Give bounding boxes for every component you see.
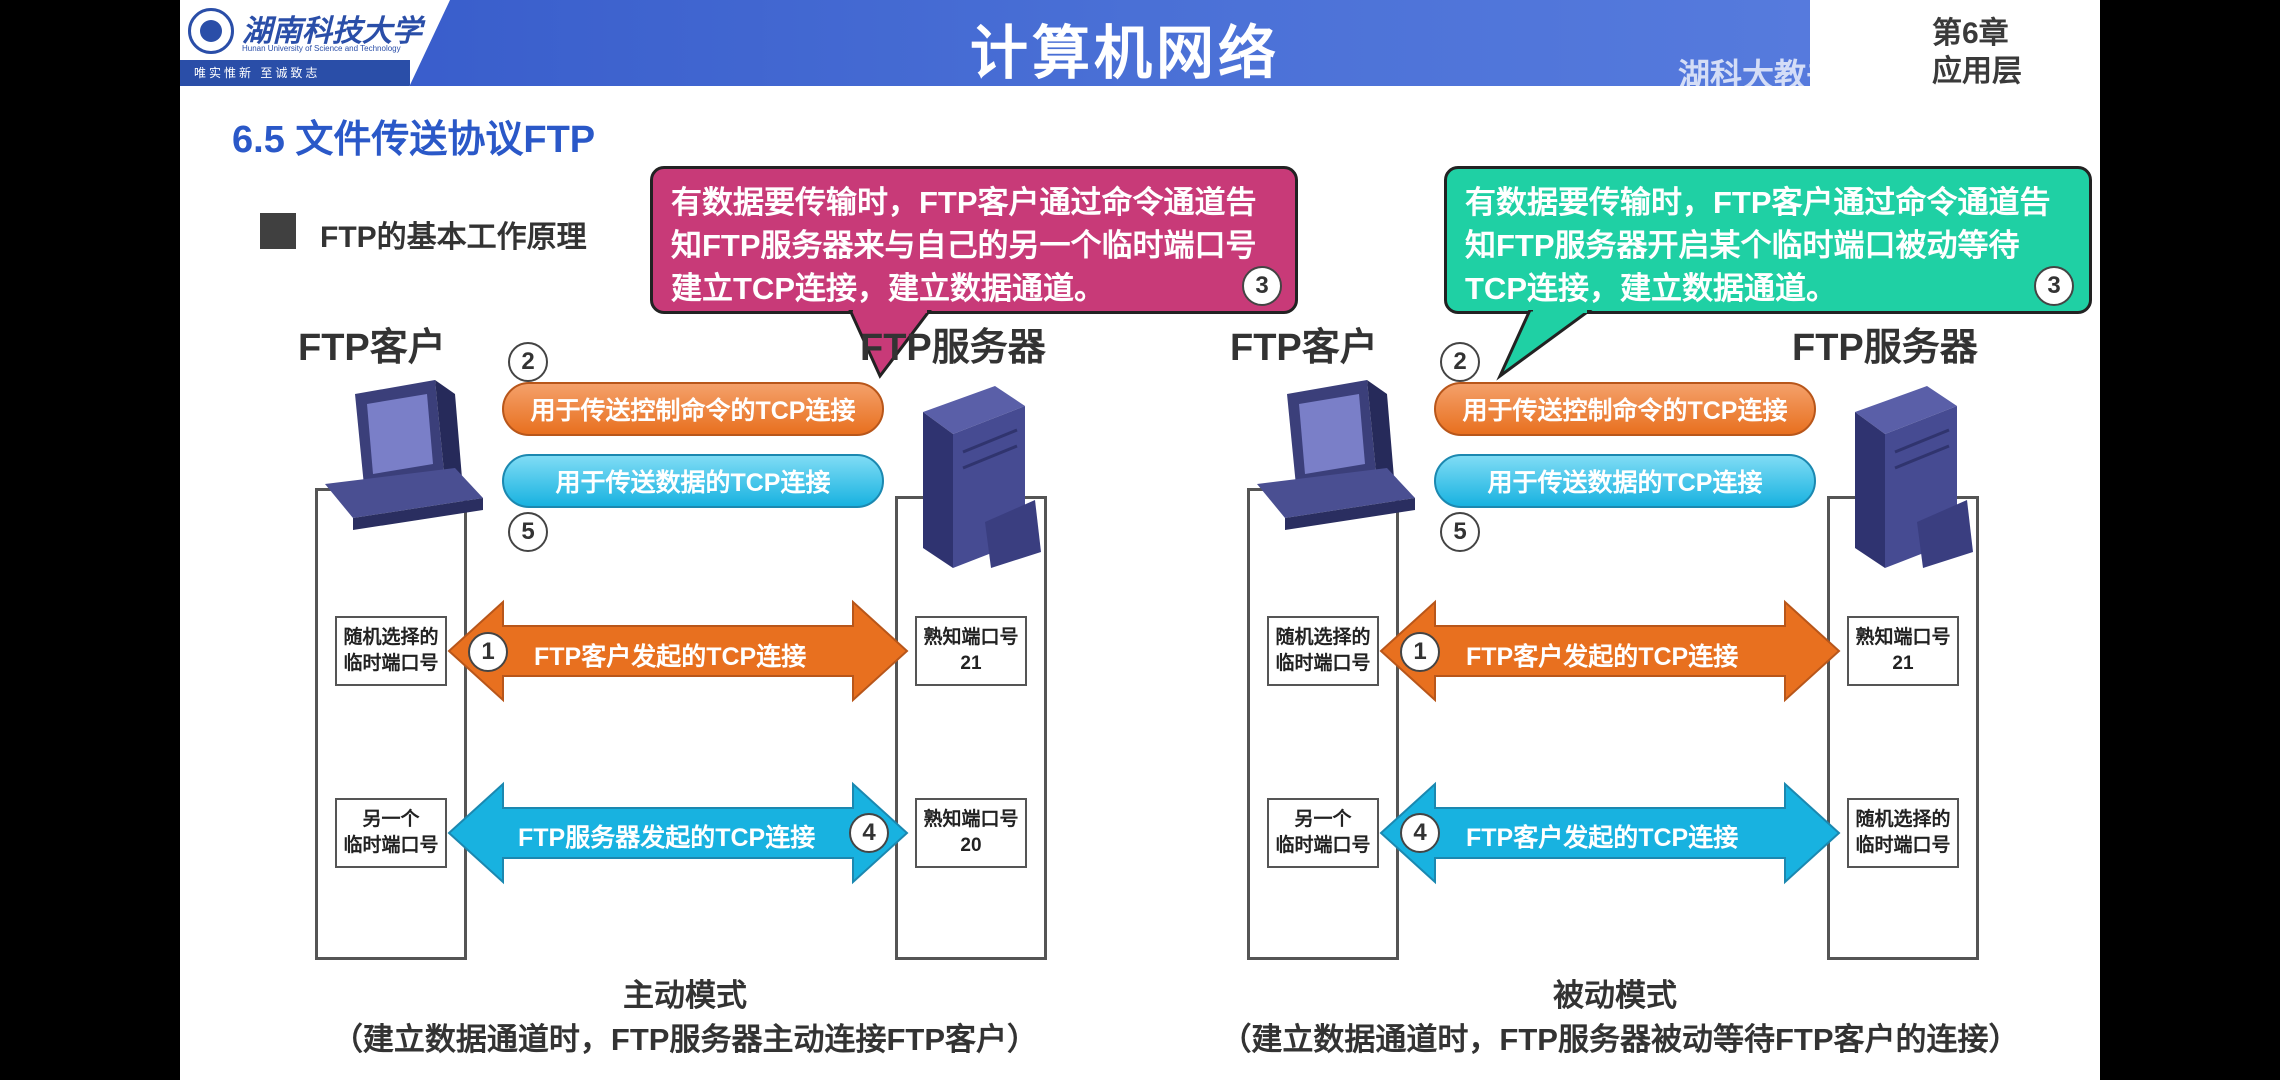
active-client-label: FTP客户 (298, 327, 446, 369)
passive-step-1-badge: 1 (1400, 632, 1440, 672)
passive-server-port-21: 熟知端口号 21 (1847, 616, 1959, 686)
passive-arrow-4 (1379, 781, 1841, 885)
passive-mode-title: 被动模式 (1553, 978, 1677, 1013)
active-step-5-badge: 5 (508, 512, 548, 552)
passive-server-column (1827, 496, 1979, 960)
passive-client-column (1247, 488, 1399, 960)
active-server-port-21: 熟知端口号 21 (915, 616, 1027, 686)
header-bar (180, 0, 2100, 86)
passive-callout-text: 有数据要传输时，FTP客户通过命令通道告知FTP服务器开启某个临时端口被动等待T… (1465, 185, 2051, 306)
passive-control-connection-label: 用于传送控制命令的TCP连接 (1462, 397, 1788, 425)
active-step-1-badge: 1 (468, 632, 508, 672)
active-callout-text: 有数据要传输时，FTP客户通过命令通道告知FTP服务器来与自己的另一个临时端口号… (671, 185, 1257, 306)
active-server-label: FTP服务器 (860, 327, 1046, 369)
bullet-square-icon (260, 213, 296, 249)
active-arrow-4 (447, 781, 909, 885)
university-seal-icon (188, 8, 234, 54)
active-client-column (315, 488, 467, 960)
active-data-connection: 用于传送数据的TCP连接 (502, 454, 884, 508)
active-client-pc-icon (325, 380, 483, 530)
active-data-connection-label: 用于传送数据的TCP连接 (555, 469, 831, 497)
passive-mode-description: （建立数据通道时，FTP服务器被动等待FTP客户的连接） (1220, 1022, 2020, 1057)
passive-client-port-1: 随机选择的 临时端口号 (1267, 616, 1379, 686)
chapter-box (1810, 0, 2100, 86)
passive-client-pc-icon (1257, 380, 1415, 530)
watermark: 湖科大教书匠 (1678, 57, 1871, 93)
logo-motto: 唯实惟新 至诚致志 (180, 60, 410, 86)
active-control-connection-label: 用于传送控制命令的TCP连接 (530, 397, 856, 425)
active-client-port-2: 另一个 临时端口号 (335, 798, 447, 868)
active-server-column (895, 496, 1047, 960)
passive-arrow-1-label: FTP客户发起的TCP连接 (1466, 643, 1739, 671)
section-title: 6.5 文件传送协议FTP (232, 119, 596, 161)
passive-callout: 有数据要传输时，FTP客户通过命令通道告知FTP服务器开启某个临时端口被动等待T… (1444, 166, 2092, 314)
university-logo: 湖南科技大学 Hunan University of Science and T… (180, 0, 450, 86)
slide: 湖南科技大学 Hunan University of Science and T… (180, 0, 2100, 1080)
passive-arrow-1 (1379, 599, 1841, 703)
passive-server-temp-port: 随机选择的 临时端口号 (1847, 798, 1959, 868)
chapter-name: 应用层 (1932, 55, 2022, 88)
logo-chinese-name: 湖南科技大学 (242, 14, 422, 49)
logo-english-name: Hunan University of Science and Technolo… (242, 44, 401, 53)
active-arrow-4-label: FTP服务器发起的TCP连接 (518, 824, 816, 852)
passive-server-label: FTP服务器 (1792, 327, 1978, 369)
active-control-connection: 用于传送控制命令的TCP连接 (502, 382, 884, 436)
bullet-text: FTP的基本工作原理 (320, 221, 587, 254)
active-arrow-1 (447, 599, 909, 703)
passive-control-connection: 用于传送控制命令的TCP连接 (1434, 382, 1816, 436)
active-server-port-20: 熟知端口号 20 (915, 798, 1027, 868)
passive-callout-pointer (1496, 310, 1593, 381)
passive-step-2-badge: 2 (1440, 342, 1480, 382)
passive-step-5-badge: 5 (1440, 512, 1480, 552)
active-step-4-badge: 4 (849, 813, 889, 853)
active-mode-title: 主动模式 (623, 978, 747, 1013)
active-step-2-badge: 2 (508, 342, 548, 382)
active-step-3-badge: 3 (1242, 266, 1282, 306)
passive-client-label: FTP客户 (1230, 327, 1378, 369)
passive-step-4-badge: 4 (1400, 813, 1440, 853)
passive-client-port-2: 另一个 临时端口号 (1267, 798, 1379, 868)
passive-data-connection: 用于传送数据的TCP连接 (1434, 454, 1816, 508)
active-callout: 有数据要传输时，FTP客户通过命令通道告知FTP服务器来与自己的另一个临时端口号… (650, 166, 1298, 314)
active-mode-description: （建立数据通道时，FTP服务器主动连接FTP客户） (331, 1022, 1039, 1057)
course-title: 计算机网络 (970, 19, 1281, 87)
active-server-icon (923, 386, 1041, 568)
passive-arrow-4-label: FTP客户发起的TCP连接 (1466, 824, 1739, 852)
active-arrow-1-label: FTP客户发起的TCP连接 (534, 643, 807, 671)
passive-data-connection-label: 用于传送数据的TCP连接 (1487, 469, 1763, 497)
active-client-port-1: 随机选择的 临时端口号 (335, 616, 447, 686)
active-callout-pointer (848, 310, 932, 379)
passive-server-icon (1855, 386, 1973, 568)
chapter-number: 第6章 (1932, 17, 2009, 50)
passive-step-3-badge: 3 (2034, 266, 2074, 306)
